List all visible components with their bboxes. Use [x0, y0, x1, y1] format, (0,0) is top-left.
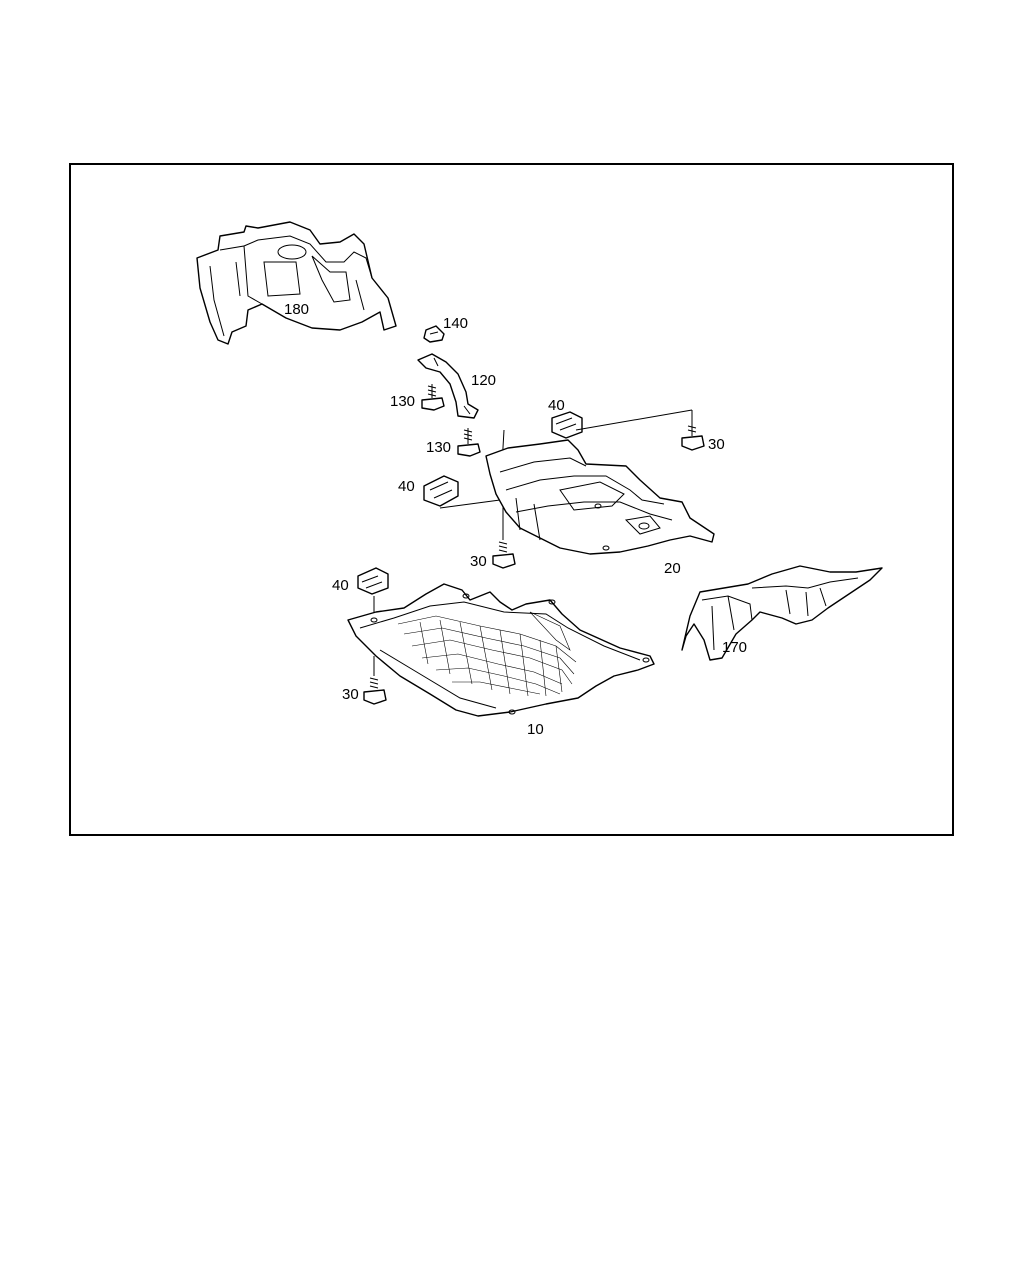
label-40-lower: 40 [332, 577, 349, 594]
label-30-middle: 30 [470, 553, 487, 570]
part-40-clip-upper[interactable] [551, 411, 583, 439]
label-40-upper: 40 [548, 397, 565, 414]
part-170-side-shield[interactable] [681, 565, 883, 661]
label-130-upper: 130 [390, 393, 415, 410]
label-130-lower: 130 [426, 439, 451, 456]
label-40-middle: 40 [398, 478, 415, 495]
part-30-screw-middle[interactable] [492, 500, 516, 569]
label-10: 10 [527, 721, 544, 738]
part-30-screw-right[interactable] [681, 410, 705, 451]
part-120-bracket[interactable] [417, 353, 479, 419]
part-140-clip[interactable] [423, 325, 445, 343]
label-30-right: 30 [708, 436, 725, 453]
part-130-screw-upper[interactable] [421, 384, 445, 411]
part-40-clip-middle[interactable] [423, 475, 459, 507]
part-20-panel[interactable] [485, 439, 715, 555]
part-30-screw-lower[interactable] [363, 656, 387, 705]
label-120: 120 [471, 372, 496, 389]
label-140: 140 [443, 315, 468, 332]
label-30-lower: 30 [342, 686, 359, 703]
part-130-screw-lower[interactable] [457, 428, 481, 457]
part-10-skid-plate[interactable] [347, 583, 655, 717]
label-20: 20 [664, 560, 681, 577]
diagram-frame [69, 163, 954, 836]
part-180-cover[interactable] [196, 221, 397, 345]
part-40-clip-lower[interactable] [357, 567, 389, 595]
label-180: 180 [284, 301, 309, 318]
label-170: 170 [722, 639, 747, 656]
